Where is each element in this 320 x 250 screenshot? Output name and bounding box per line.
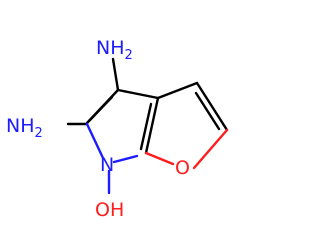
atom-o-ring: O: [175, 157, 190, 179]
bond-c4-c5-double: [87, 95, 114, 123]
bond-c4-c3a: [116, 88, 160, 100]
bond-c3a-c6a-double: [139, 102, 153, 151]
atom-oh: OH: [95, 199, 124, 221]
bond-n-c6a: [112, 154, 139, 164]
atom-n-ring: N: [100, 154, 114, 176]
molecule-canvas: NH2 NH2 N OH O: [6, 37, 229, 221]
atom-nh2-top: NH2: [96, 37, 133, 63]
bond-c3-c2-double: [194, 91, 221, 131]
bond-c3a-c6a: [144, 96, 160, 155]
bond-c2-o: [192, 128, 229, 170]
bond-c5-n: [85, 122, 105, 160]
bond-c3a-c3: [156, 81, 199, 100]
bond-o-c6a: [144, 151, 175, 166]
bond-nh2-top-c4: [111, 57, 120, 92]
atom-nh2-left: NH2: [6, 115, 43, 141]
molecule-structure: NH2 NH2 N OH O: [6, 37, 229, 221]
bond-c3-c2: [195, 81, 229, 132]
